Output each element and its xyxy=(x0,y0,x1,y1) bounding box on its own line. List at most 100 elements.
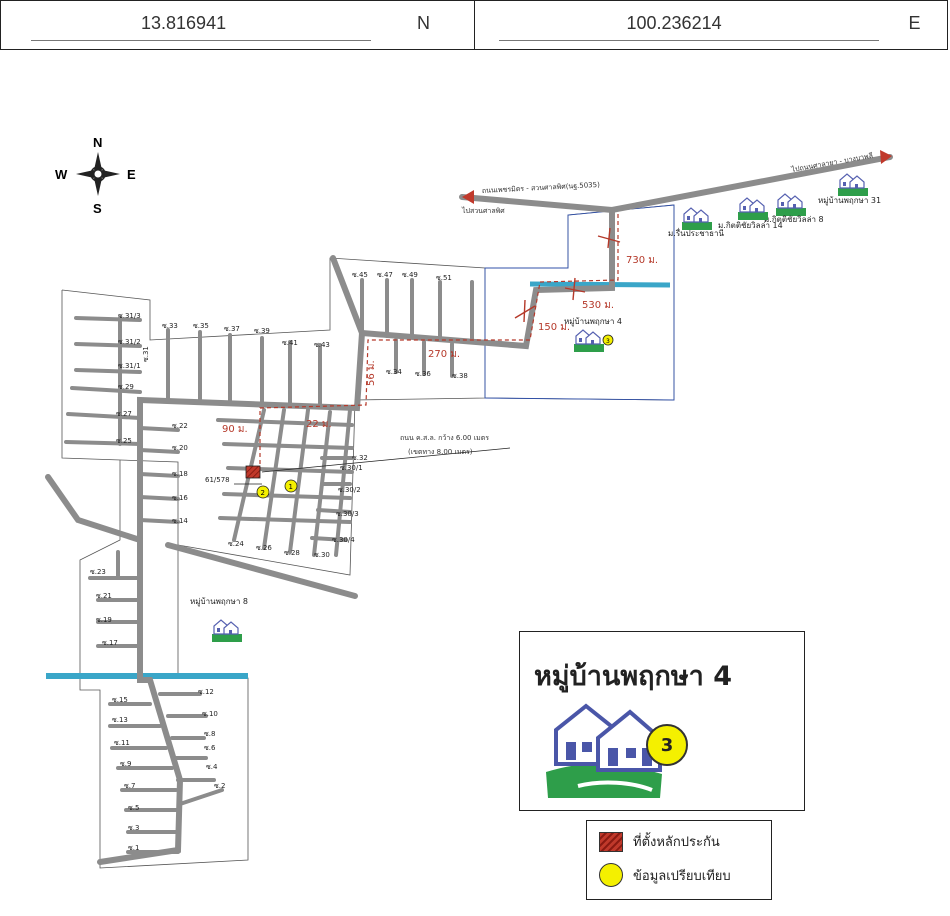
soi-label: ซ.20 xyxy=(172,444,188,452)
soi-label: ซ.30/4 xyxy=(332,536,355,544)
compass-north: N xyxy=(93,135,102,150)
distance-270: 270 ม. xyxy=(428,349,460,360)
soi-label: ซ.25 xyxy=(116,437,132,445)
soi-label: ซ.23 xyxy=(90,568,106,576)
house-icon xyxy=(546,703,662,798)
soi-label: ซ.15 xyxy=(112,696,128,704)
compass-east: E xyxy=(127,167,136,182)
soi-label: ซ.51 xyxy=(436,274,452,282)
soi-label: ซ.19 xyxy=(96,616,112,624)
yellow-circle-icon xyxy=(599,863,623,887)
longitude-value: 100.236214 xyxy=(626,13,722,33)
distance-90: 90 ม. xyxy=(222,424,248,435)
compass-rose-icon: N S E W xyxy=(55,135,136,216)
village-31-label: หมู่บ้านพฤกษา 31 xyxy=(818,196,881,206)
site-number-label: 61/578 xyxy=(205,476,230,484)
coordinate-bar: 13.816941 N 100.236214 E xyxy=(0,0,948,50)
soi-roads xyxy=(64,278,474,854)
soi-label: ซ.7 xyxy=(124,782,135,790)
village-31-icon xyxy=(837,173,869,197)
comparison-marker-2: 2 xyxy=(256,485,270,499)
map-legend: ที่ตั้งหลักประกัน ข้อมูลเปรียบเทียบ xyxy=(586,820,772,900)
soi-label: ซ.21 xyxy=(96,592,112,600)
ruenpracha-icon xyxy=(681,207,713,231)
latitude-value: 13.816941 xyxy=(141,13,227,33)
soi-label: ซ.30 xyxy=(314,551,330,559)
soi-label: ซ.22 xyxy=(172,422,188,430)
site-road-line2: (เขตทาง 8.00 เมตร) xyxy=(408,448,473,456)
soi-labels: ซ.45 ซ.47 ซ.49 ซ.51 ซ.33 ซ.35 ซ.37 ซ.39 … xyxy=(90,271,468,852)
soi-label: ซ.4 xyxy=(206,763,218,771)
main-roads xyxy=(45,154,893,865)
legend-comparison-label: ข้อมูลเปรียบเทียบ xyxy=(633,868,731,884)
main-road-name: ถนนเพชรมิตร - สวนศาลพิศ(นฐ.5035) xyxy=(482,181,601,195)
soi-label: ซ.24 xyxy=(228,540,244,548)
soi-label: ซ.36 xyxy=(415,370,431,378)
legend-comparison-row: ข้อมูลเปรียบเทียบ xyxy=(599,863,731,887)
soi-label: ซ.31 xyxy=(142,346,150,362)
comparison-marker-1: 1 xyxy=(284,479,298,493)
soi-label: ซ.37 xyxy=(224,325,240,333)
village-4-marker-number: 3 xyxy=(606,338,610,345)
soi-label: ซ.1 xyxy=(128,844,139,852)
village-inset-panel: หมู่บ้านพฤกษา 4 3 xyxy=(519,631,805,811)
arrow-right-icon xyxy=(880,150,892,164)
soi-label: ซ.14 xyxy=(172,517,188,525)
longitude-underline xyxy=(498,40,879,41)
legend-site-row: ที่ตั้งหลักประกัน xyxy=(599,831,720,852)
soi-label: ซ.10 xyxy=(202,710,218,718)
distance-route xyxy=(259,214,619,470)
soi-label: ซ.29 xyxy=(118,383,134,391)
compass-west: W xyxy=(55,167,68,182)
compass-south: S xyxy=(93,201,102,216)
marker-1-number: 1 xyxy=(289,483,293,491)
soi-label: ซ.35 xyxy=(193,322,209,330)
soi-label: ซ.17 xyxy=(102,639,118,647)
distance-56: 56 ม. xyxy=(366,360,377,386)
soi-label: ซ.9 xyxy=(120,760,131,768)
soi-label: ซ.26 xyxy=(256,544,272,552)
latitude-underline xyxy=(31,40,371,41)
soi-label: ซ.28 xyxy=(284,549,300,557)
soi-label: ซ.13 xyxy=(112,716,128,724)
soi-label: ซ.31/3 xyxy=(118,312,141,320)
soi-label: ซ.5 xyxy=(128,804,139,812)
kitti8-icon xyxy=(775,193,807,217)
soi-label: ซ.27 xyxy=(116,410,132,418)
soi-label: ซ.45 xyxy=(352,271,368,279)
soi-label: ซ.34 xyxy=(386,368,402,376)
soi-label: ซ.6 xyxy=(204,744,216,752)
site-road-line1: ถนน ค.ส.ล. กว้าง 6.00 เมตร xyxy=(400,434,489,442)
soi-label: ซ.8 xyxy=(204,730,215,738)
soi-label: ซ.39 xyxy=(254,327,270,335)
soi-label: ซ.43 xyxy=(314,341,330,349)
soi-label: ซ.32 xyxy=(352,454,368,462)
village-4-boundary xyxy=(484,204,675,401)
latitude-direction: N xyxy=(417,13,430,33)
longitude-cell: 100.236214 E xyxy=(475,1,948,49)
soi-label: ซ.3 xyxy=(128,824,139,832)
soi-label: ซ.38 xyxy=(452,372,468,380)
to-left-label: ไปสวนศาลพิศ xyxy=(461,206,505,215)
canal-upper xyxy=(529,281,671,288)
soi-label: ซ.41 xyxy=(282,339,298,347)
hatched-square-icon xyxy=(599,831,623,852)
distance-tick-marks xyxy=(514,227,621,323)
soi-label: ซ.49 xyxy=(402,271,418,279)
soi-label: ซ.30/2 xyxy=(338,486,361,494)
soi-label: ซ.11 xyxy=(114,739,130,747)
kitti14-label: ม.กิตติชัยวิลล่า 14 xyxy=(718,221,783,230)
longitude-direction: E xyxy=(908,13,921,33)
arrow-left-icon xyxy=(462,190,474,204)
soi-label: ซ.18 xyxy=(172,470,188,478)
ruenpracha-label: ม.รื่นประชาธานี xyxy=(668,227,725,238)
kitti14-icon xyxy=(737,197,769,221)
inset-title: หมู่บ้านพฤกษา 4 xyxy=(534,661,732,692)
distance-22: 22 ม. xyxy=(306,419,332,430)
soi-label: ซ.2 xyxy=(214,782,225,790)
soi-label: ซ.31/2 xyxy=(118,338,141,346)
distance-730: 730 ม. xyxy=(626,255,658,266)
village-8-label: หมู่บ้านพฤกษา 8 xyxy=(190,597,248,607)
distance-530: 530 ม. xyxy=(582,300,614,311)
latitude-cell: 13.816941 N xyxy=(1,1,475,49)
